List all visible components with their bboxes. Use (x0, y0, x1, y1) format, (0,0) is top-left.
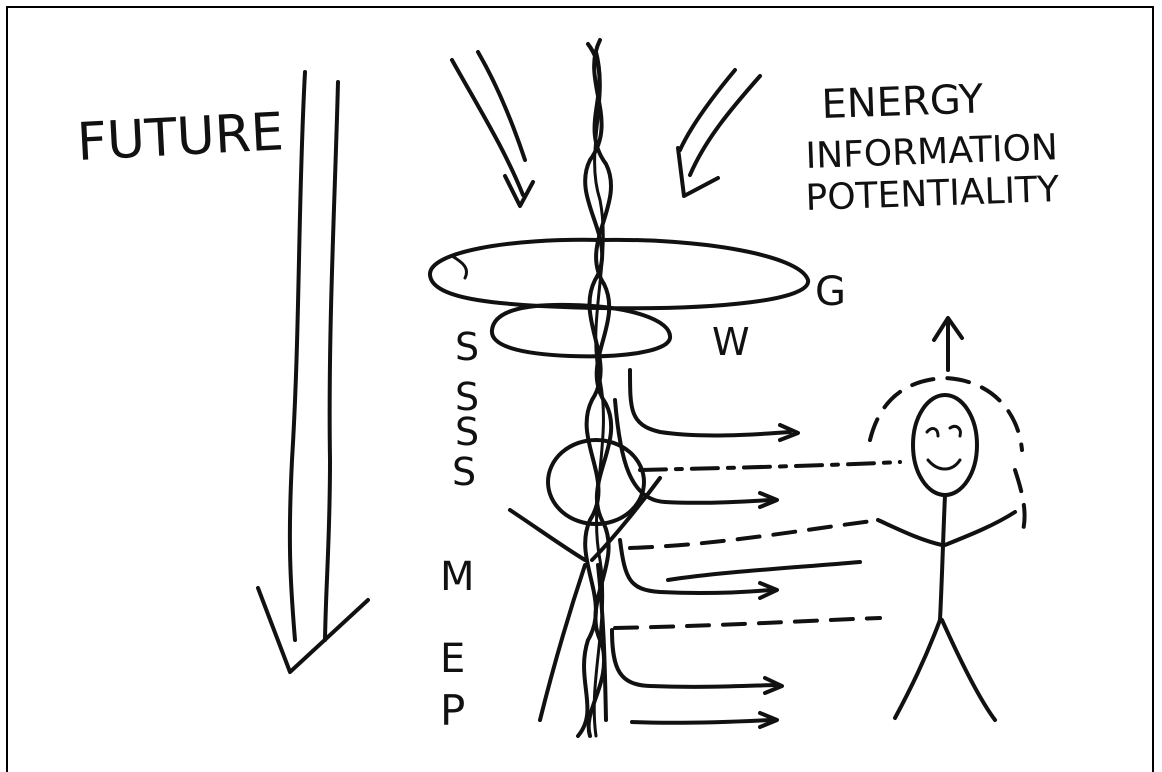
g-ellipse (430, 240, 808, 308)
dashed-connections (615, 462, 900, 628)
person-stick-figure (878, 395, 1015, 720)
incoming-arrows (452, 52, 760, 206)
central-twisted-axis (578, 40, 611, 736)
potentiality-label: POTENTIALITY (805, 169, 1061, 219)
upward-arrow (934, 318, 962, 370)
g-label: G (815, 269, 846, 315)
w-label: W (712, 320, 750, 364)
future-label: FUTURE (76, 102, 286, 173)
level-letters: S S S S M E P (440, 325, 479, 735)
level-letter-p: P (440, 686, 465, 735)
level-letter-e: E (440, 636, 465, 682)
level-letter-m: M (440, 554, 475, 600)
person-aura (870, 378, 1025, 540)
w-ellipse (492, 305, 670, 356)
level-letter-s4: S (452, 450, 476, 494)
level-letter-s3: S (455, 410, 479, 454)
energy-label: ENERGY (821, 76, 985, 128)
level-letter-s1: S (455, 325, 479, 369)
